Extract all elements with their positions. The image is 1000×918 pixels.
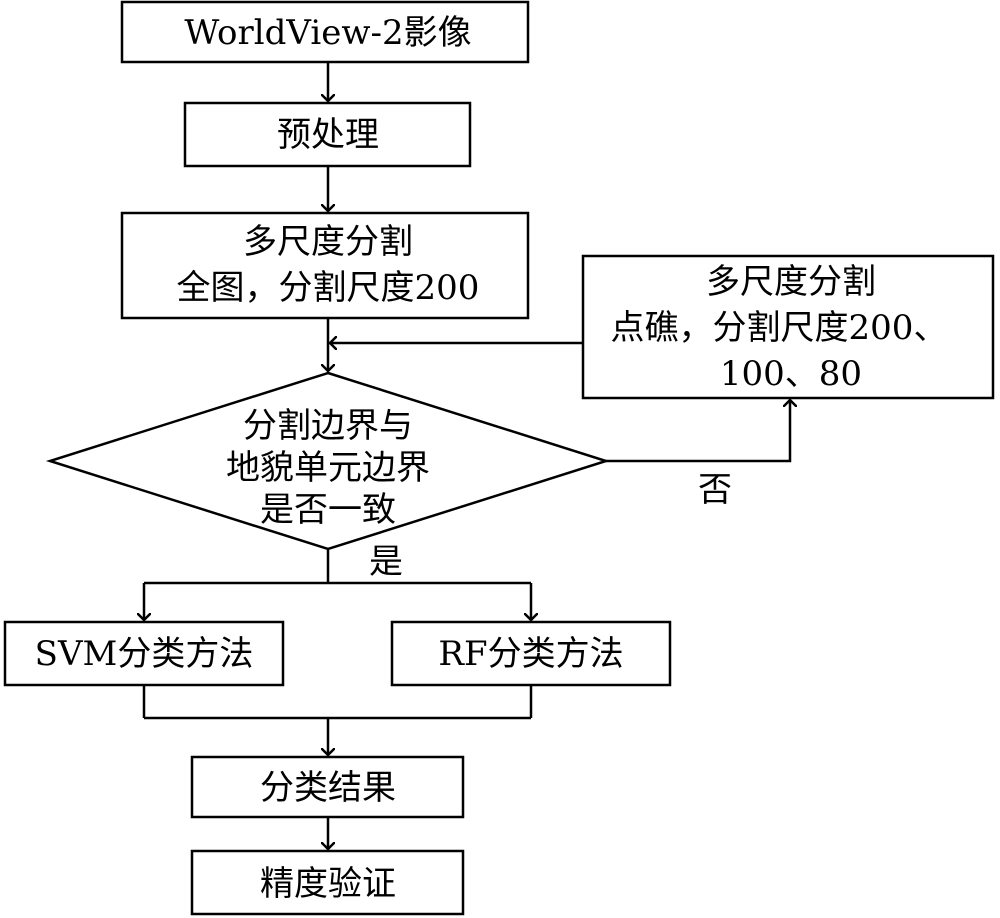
preprocessing-label: 预处理 bbox=[277, 115, 379, 155]
segmentation-reef-title: 多尺度分割 bbox=[706, 262, 876, 302]
preprocessing-box bbox=[183, 101, 472, 168]
svm-label: SVM分类方法 bbox=[35, 634, 254, 674]
rf-label: RF分类方法 bbox=[438, 634, 623, 674]
segmentation-reef-box bbox=[581, 254, 995, 400]
segmentation-reef-detail-1: 点礁，分割尺度200、 bbox=[611, 308, 948, 348]
decision-line-3: 是否一致 bbox=[260, 490, 396, 530]
rf-box bbox=[390, 620, 672, 687]
segmentation-full-title: 多尺度分割 bbox=[243, 222, 413, 262]
input-image-label: WorldView-2影像 bbox=[184, 13, 471, 53]
edge-label-yes: 是 bbox=[369, 542, 403, 582]
edge-decision-no-to-reef bbox=[606, 400, 790, 463]
decision-line-2: 地貌单元边界 bbox=[226, 448, 430, 488]
result-label: 分类结果 bbox=[260, 768, 396, 808]
decision-line-1: 分割边界与 bbox=[243, 406, 413, 446]
svm-box bbox=[3, 620, 285, 687]
segmentation-full-box bbox=[120, 211, 530, 320]
edge-label-no: 否 bbox=[698, 470, 732, 510]
validation-box bbox=[190, 849, 465, 916]
validation-label: 精度验证 bbox=[260, 864, 396, 904]
segmentation-full-detail: 全图，分割尺度200 bbox=[177, 268, 480, 308]
input-image-box bbox=[120, 0, 530, 64]
segmentation-reef-detail-2: 100、80 bbox=[720, 354, 862, 394]
result-box bbox=[190, 755, 465, 819]
